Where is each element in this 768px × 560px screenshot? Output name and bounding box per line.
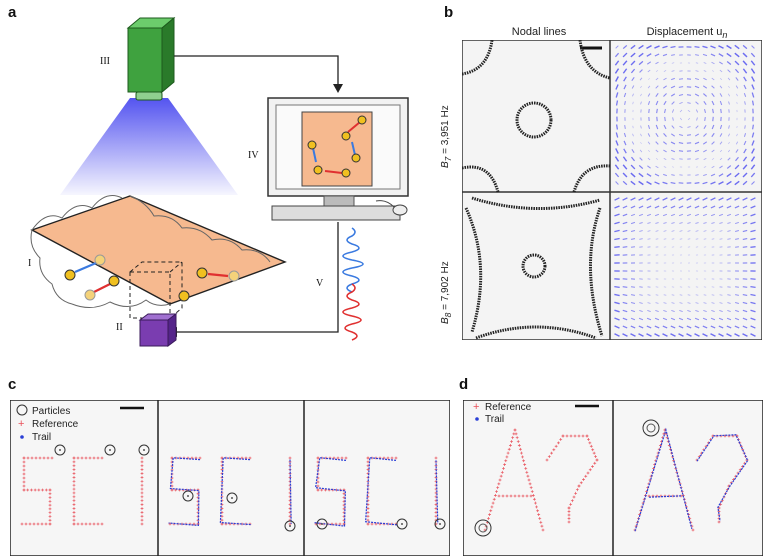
legend-trail-d: Trail — [485, 414, 504, 425]
displacement-arrow — [679, 79, 683, 80]
panel-d-letter: d — [459, 376, 468, 393]
label-i: I — [28, 258, 31, 269]
row-label-b8: B8 = 7,902 Hz — [440, 261, 453, 324]
legend-trail: Trail — [32, 432, 51, 443]
panel-d-frames: + Reference Trail — [463, 400, 763, 556]
legend-reference-d: Reference — [485, 402, 532, 413]
particle-center — [439, 523, 441, 525]
displacement-arrow — [695, 175, 698, 176]
displacement-arrow — [750, 239, 755, 240]
displacement-arrow — [617, 125, 618, 130]
displacement-arrow — [625, 125, 626, 129]
displacement-arrow — [631, 287, 635, 288]
displacement-arrow — [657, 109, 658, 113]
displacement-arrow — [648, 295, 651, 296]
displacement-arrow — [687, 95, 691, 96]
displacement-arrow — [679, 87, 683, 88]
displacement-arrow — [720, 239, 723, 240]
displacement-arrow — [745, 125, 746, 128]
signal-waveforms — [343, 228, 363, 340]
computer-icon — [268, 98, 408, 220]
particle-center — [401, 523, 403, 525]
displacement-arrow — [695, 55, 699, 56]
displacement-arrow — [695, 47, 700, 48]
light-cone — [60, 98, 238, 195]
displacement-arrow — [639, 239, 642, 240]
svg-text:+: + — [18, 418, 24, 430]
displacement-arrow — [649, 109, 650, 113]
displacement-arrow — [753, 125, 754, 130]
plate — [31, 196, 285, 318]
mode-grid — [462, 40, 762, 340]
displacement-arrow — [680, 295, 683, 296]
displacement-arrow — [665, 117, 666, 121]
panel-a-illustration — [0, 0, 450, 350]
panel-b: b Nodal lines Displacement un B7 = 3,951… — [430, 0, 768, 350]
particle-center — [321, 523, 323, 525]
displacement-arrow — [648, 239, 651, 240]
camera-to-computer-arrow — [174, 56, 338, 86]
displacement-arrow — [687, 135, 691, 136]
displacement-arrow — [750, 247, 755, 248]
displacement-arrow — [705, 117, 706, 121]
displacement-arrow — [664, 295, 667, 296]
displacement-arrow — [696, 295, 699, 296]
displacement-arrow — [614, 287, 619, 288]
displacement-arrow — [623, 287, 628, 288]
particle-center — [289, 525, 291, 527]
panel-c: c Particles + Reference Trail — [0, 372, 455, 560]
panel-d: d + Reference Trail — [455, 372, 768, 560]
displacement-arrow — [631, 239, 635, 240]
label-iii: III — [100, 56, 110, 67]
label-v: V — [316, 278, 323, 289]
col-title-nodal: Nodal lines — [466, 26, 612, 38]
displacement-arrow — [712, 295, 715, 296]
panel-c-frames: Particles + Reference Trail — [10, 400, 450, 556]
row-label-b7: B7 = 3,951 Hz — [440, 105, 453, 168]
legend-reference: Reference — [32, 419, 79, 430]
displacement-arrow — [750, 287, 755, 288]
displacement-arrow — [743, 287, 747, 288]
panel-b-letter: b — [444, 4, 453, 21]
displacement-arrow — [720, 295, 723, 296]
displacement-arrow — [623, 247, 628, 248]
displacement-arrow — [735, 239, 739, 240]
col-title-displacement: Displacement un — [612, 26, 762, 40]
displacement-arrow — [679, 143, 683, 144]
displacement-arrow — [656, 295, 659, 296]
label-iv: IV — [248, 150, 259, 161]
camera-icon — [128, 18, 174, 100]
displacement-arrow — [631, 247, 635, 248]
particle-center — [59, 449, 61, 451]
particle-center — [187, 495, 189, 497]
displacement-arrow — [704, 295, 707, 296]
panel-a: a — [0, 0, 450, 350]
displacement-arrow — [617, 101, 618, 106]
legend-particles: Particles — [32, 406, 70, 417]
displacement-arrow — [727, 239, 730, 240]
svg-text:+: + — [473, 401, 479, 413]
displacement-arrow — [672, 295, 675, 296]
particle-center — [231, 497, 233, 499]
label-ii: II — [116, 322, 123, 333]
displacement-arrow — [713, 109, 714, 113]
displacement-arrow — [743, 247, 747, 248]
displacement-arrow — [688, 295, 691, 296]
panel-c-letter: c — [8, 376, 16, 393]
displacement-arrow — [695, 183, 700, 184]
displacement-arrow — [614, 247, 619, 248]
displacement-arrow — [721, 109, 722, 113]
displacement-arrow — [679, 151, 683, 152]
actuator-icon — [140, 314, 176, 346]
particle-center — [109, 449, 111, 451]
particle-center — [143, 449, 145, 451]
displacement-arrow — [735, 287, 739, 288]
displacement-arrow — [623, 239, 628, 240]
displacement-arrow — [743, 239, 747, 240]
